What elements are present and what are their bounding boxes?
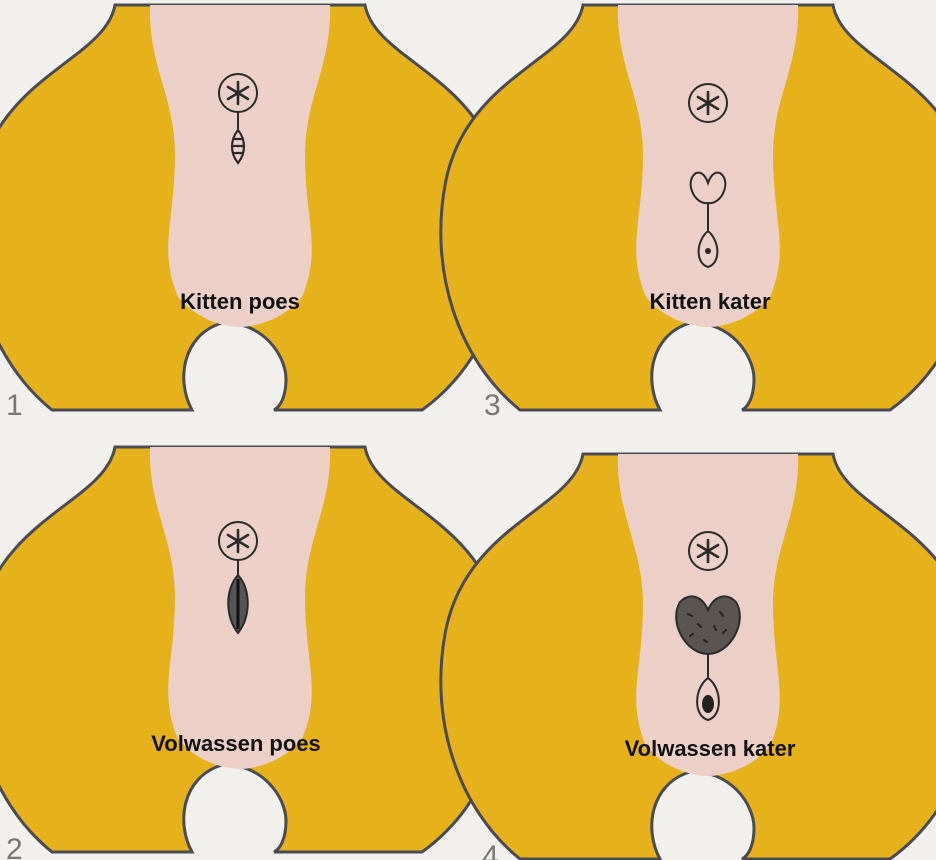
- panel-kitten-female: Kitten poes 1: [0, 5, 507, 422]
- panel-label: Kitten kater: [649, 289, 770, 314]
- panel-number: 3: [484, 389, 501, 422]
- panel-label: Kitten poes: [180, 289, 300, 314]
- panel-number: 4: [482, 840, 499, 860]
- skin-area: [618, 5, 798, 327]
- panel-adult-male: Volwassen kater 4: [441, 454, 936, 860]
- panel-number: 1: [6, 389, 23, 422]
- panel-adult-female: Volwassen poes 2: [0, 447, 507, 860]
- skin-area: [150, 5, 330, 327]
- panel-label: Volwassen poes: [151, 731, 321, 756]
- panel-kitten-male: Kitten kater 3: [441, 5, 936, 422]
- panel-number: 2: [6, 833, 23, 860]
- panel-label: Volwassen kater: [625, 736, 796, 761]
